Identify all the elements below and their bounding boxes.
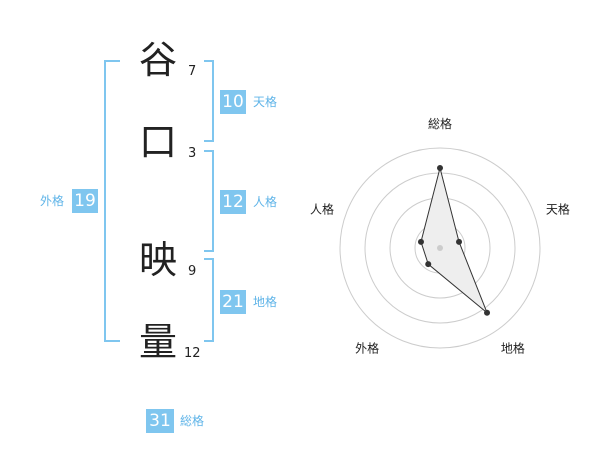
radar-point-1 [437, 165, 443, 171]
soukaku-badge: 31 [146, 409, 174, 433]
name-char-4: 量 [138, 320, 177, 364]
tenkaku-bracket [204, 60, 214, 142]
radar-point-5 [417, 238, 424, 245]
name-char-1: 谷 [138, 38, 177, 82]
stroke-count-3: 9 [188, 264, 197, 279]
stroke-count-2: 3 [188, 146, 197, 161]
jinkaku-label: 人格 [253, 195, 278, 209]
radar-axis-label-4: 外格 [355, 340, 379, 355]
radar-center-dot [437, 245, 443, 251]
tenkaku-label: 天格 [253, 95, 278, 109]
soukaku-label: 総格 [180, 414, 205, 428]
jinkaku-bracket [204, 150, 214, 252]
radar-axis-label-2: 天格 [546, 202, 570, 217]
radar-axis-label-1: 総格 [428, 116, 452, 131]
name-char-3: 映 [138, 238, 177, 282]
radar-point-4 [425, 261, 432, 268]
radar-point-3 [484, 309, 491, 316]
gaikaku-label: 外格 [40, 194, 65, 208]
radar-axis-label-3: 地格 [501, 340, 525, 355]
radar-data-polygon [420, 167, 488, 314]
stroke-count-1: 7 [188, 64, 197, 79]
chikaku-badge: 21 [220, 290, 246, 314]
chikaku-label: 地格 [253, 295, 278, 309]
radar-grid-ring [339, 147, 541, 349]
gaikaku-bracket [104, 60, 120, 342]
chikaku-bracket [204, 258, 214, 342]
jinkaku-badge: 12 [220, 190, 246, 214]
stroke-count-4: 12 [184, 346, 201, 361]
gaikaku-badge: 19 [72, 189, 98, 213]
radar-point-2 [456, 238, 463, 245]
tenkaku-badge: 10 [220, 90, 246, 114]
name-char-2: 口 [138, 120, 177, 164]
radar-axis-label-5: 人格 [310, 202, 334, 217]
